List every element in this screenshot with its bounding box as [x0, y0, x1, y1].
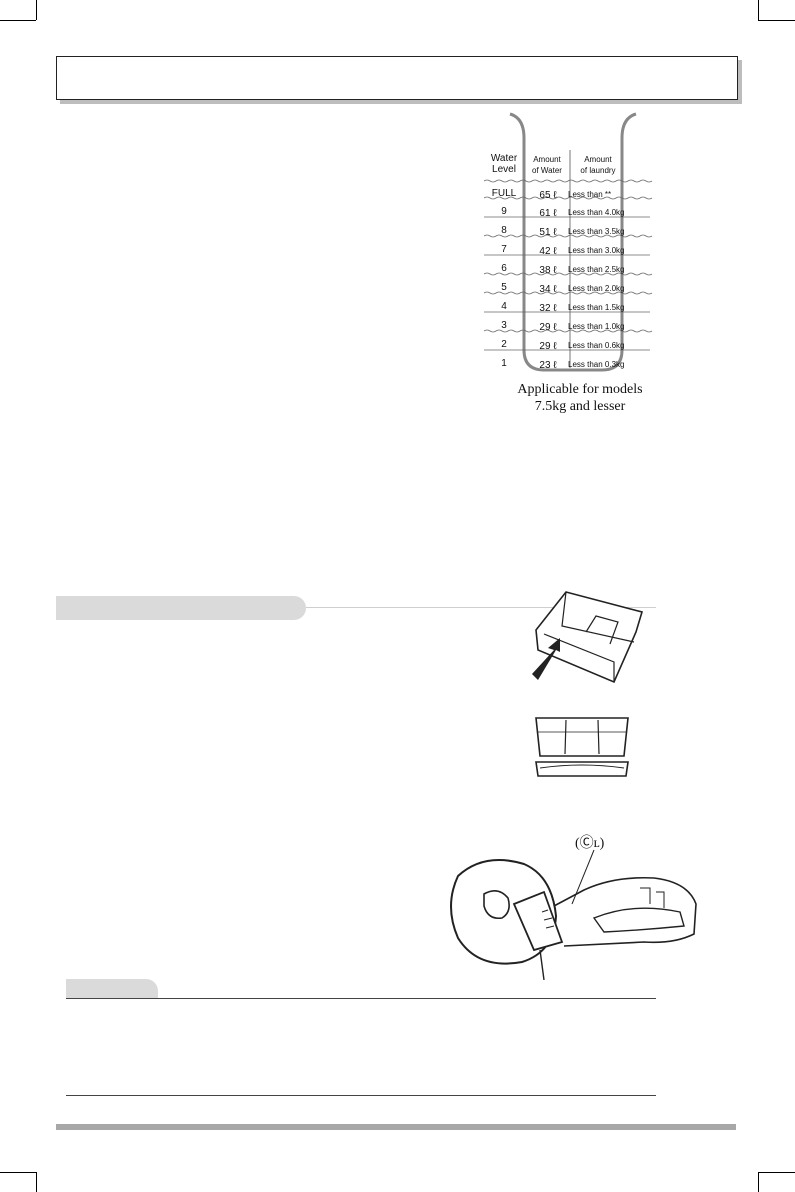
bleach-pouring-illustration: [450, 849, 697, 980]
table-cell-laundry: Less than 1.0kg: [568, 322, 625, 331]
table-cell-water: 38 ℓ: [539, 265, 557, 276]
header-laundry-line1: Amount: [584, 155, 612, 164]
crop-mark-tr-h: [758, 20, 795, 21]
table-cell-laundry: Less than 3.5kg: [568, 227, 625, 236]
table-cell-water: 42 ℓ: [539, 246, 557, 257]
table-cell-laundry: Less than 2.5kg: [568, 265, 625, 274]
table-cell-level: FULL: [491, 188, 517, 199]
crop-mark-bl-v: [36, 1172, 37, 1192]
table-cell-water: 29 ℓ: [539, 322, 557, 333]
table-cell-level: 9: [501, 206, 507, 217]
table-cell-water: 29 ℓ: [539, 341, 557, 352]
crop-mark-tl-h: [0, 20, 36, 21]
header-level-line2: Level: [492, 164, 516, 175]
header-laundry-line2: of laundry: [580, 166, 616, 175]
note-heading-tab: [66, 979, 158, 999]
bleach-symbol-label: (Ⓒʟ): [575, 836, 605, 851]
header-water-line1: Amount: [533, 155, 561, 164]
table-caption: Applicable for models 7.5kg and lesser: [480, 381, 680, 415]
table-cell-laundry: Less than 1.5kg: [568, 303, 625, 312]
detergent-box-illustration: [532, 591, 644, 684]
table-cell-water: 65 ℓ: [539, 190, 557, 201]
crop-mark-br-h: [758, 1172, 795, 1173]
page-footer-bar: [56, 1124, 736, 1130]
table-cell-water: 51 ℓ: [539, 227, 557, 238]
crop-mark-tl-v: [36, 0, 37, 20]
note-bottom-rule: [66, 1095, 656, 1096]
table-cell-laundry: Less than 0.6kg: [568, 341, 625, 350]
table-cell-laundry: Less than 3.0kg: [568, 246, 625, 255]
table-cell-level: 2: [501, 339, 507, 350]
table-cell-level: 8: [501, 225, 507, 236]
crop-mark-br-v: [758, 1172, 759, 1192]
section-header-box: [56, 56, 738, 100]
table-header-level: Water Level: [486, 153, 522, 175]
caption-line2: 7.5kg and lesser: [534, 399, 626, 414]
table-cell-laundry: Less than 0.3kg: [568, 360, 625, 369]
section-heading-rule: [306, 607, 656, 608]
crop-mark-bl-h: [0, 1172, 36, 1173]
header-water-line2: of Water: [532, 166, 562, 175]
table-cell-level: 3: [501, 320, 507, 331]
header-level-line1: Water: [490, 153, 518, 164]
table-header-laundry: Amount of laundry: [570, 154, 626, 176]
table-cell-level: 6: [501, 263, 507, 274]
table-cell-level: 7: [501, 244, 507, 255]
section-heading-pill: [56, 596, 306, 620]
table-cell-level: 4: [501, 301, 507, 312]
caption-line1: Applicable for models: [517, 382, 643, 397]
table-cell-water: 23 ℓ: [539, 360, 557, 371]
table-cell-water: 34 ℓ: [539, 284, 557, 295]
table-cell-water: 32 ℓ: [539, 303, 557, 314]
dispenser-tray-illustration: [535, 717, 629, 777]
crop-mark-tr-v: [758, 0, 759, 20]
table-cell-laundry: Less than **: [568, 190, 612, 199]
table-cell-laundry: Less than 4.0kg: [568, 208, 625, 217]
water-level-table-graphic: [484, 112, 653, 372]
note-top-rule: [66, 998, 656, 999]
table-cell-level: 5: [501, 282, 507, 293]
table-cell-level: 1: [501, 358, 507, 369]
table-cell-water: 61 ℓ: [539, 208, 557, 219]
table-header-water: Amount of Water: [525, 154, 569, 176]
table-cell-laundry: Less than 2.0kg: [568, 284, 625, 293]
